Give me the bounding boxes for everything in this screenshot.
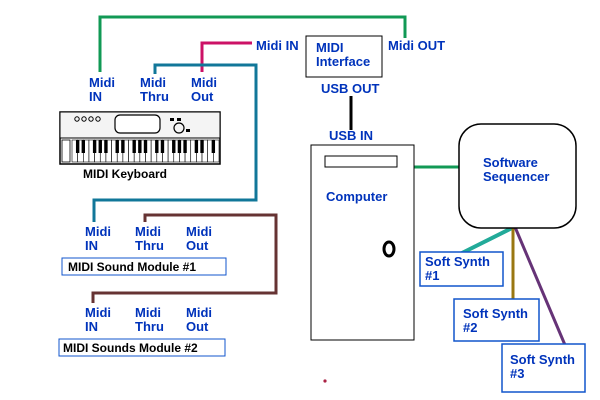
keyboard-label: MIDI Keyboard — [83, 167, 167, 181]
keyboard-black-key — [143, 140, 148, 153]
module1-box — [61, 257, 227, 276]
module2-midi-thru-label-l1: Midi — [135, 305, 161, 320]
cable-sequencer-to-synth3 — [513, 226, 567, 346]
keyboard-black-key — [98, 140, 102, 153]
computer-tower — [310, 144, 415, 341]
keyboard-midi-out-label-l2: Out — [191, 89, 214, 104]
cable-keyboard-thru-to-module1-in — [92, 63, 258, 222]
module1-midi-out-label-l1: Midi — [186, 224, 212, 239]
computer-drive-slot — [324, 155, 398, 168]
keyboard-black-key — [115, 140, 119, 153]
sequencer-label-line1: Software — [483, 155, 538, 170]
sequencer-label-line2: Sequencer — [483, 169, 549, 184]
module1-midi-in-label-l2: IN — [85, 238, 98, 253]
cable-interface-out-to-keyboard-in — [98, 15, 407, 72]
keyboard-black-key — [121, 140, 125, 153]
keyboard-black-key — [92, 140, 97, 153]
soft-synth-3-label-line1: Soft Synth — [510, 352, 575, 367]
cable-sequencer-to-synth1 — [455, 225, 515, 258]
keyboard-black-key — [172, 140, 176, 153]
keyboard-black-key — [75, 140, 80, 153]
keyboard-black-key — [160, 140, 165, 153]
keyboard-black-key — [104, 140, 108, 153]
soft-synth-2-label-line1: Soft Synth — [463, 306, 528, 321]
module2-midi-in-label-l2: IN — [85, 319, 98, 334]
software-sequencer-box — [458, 123, 577, 229]
midi-interface-box — [305, 35, 383, 78]
module2-box — [58, 338, 226, 357]
keyboard-black-key — [132, 140, 136, 153]
module2-label: MIDI Sounds Module #2 — [63, 341, 198, 355]
midi-interface-in-label: Midi IN — [256, 38, 299, 53]
midi-keyboard-icon — [59, 111, 221, 165]
module2-midi-out-label-l1: Midi — [186, 305, 212, 320]
midi-interface-label-line1: MIDI — [316, 40, 343, 55]
computer-label: Computer — [326, 189, 387, 204]
keyboard-midi-out-label-l1: Midi — [191, 75, 217, 90]
module2-midi-out-label-l2: Out — [186, 319, 209, 334]
power-button-icon — [382, 240, 396, 258]
module1-midi-out-label-l2: Out — [186, 238, 209, 253]
cable-keyboard-out-to-interface-in — [200, 41, 252, 72]
soft-synth-2-label-line2: #2 — [463, 320, 477, 335]
module1-midi-in-label-l1: Midi — [85, 224, 111, 239]
soft-synth-1-label-line1: Soft Synth — [425, 254, 490, 269]
module1-label: MIDI Sound Module #1 — [68, 260, 196, 274]
keyboard-black-key — [138, 140, 142, 153]
keyboard-black-key — [183, 140, 187, 153]
soft-synth-1-box — [419, 251, 504, 287]
module2-midi-in-label-l1: Midi — [85, 305, 111, 320]
midi-interface-out-label: Midi OUT — [388, 38, 445, 53]
keyboard-black-key — [211, 140, 216, 153]
module1-midi-thru-label-l2: Thru — [135, 238, 164, 253]
module2-midi-thru-label-l2: Thru — [135, 319, 164, 334]
keyboard-black-key — [200, 140, 204, 153]
keyboard-black-key — [81, 140, 85, 153]
midi-interface-label-line2: Interface — [316, 54, 370, 69]
keyboard-black-key — [194, 140, 199, 153]
stray-dot — [323, 379, 327, 383]
keyboard-black-key — [177, 140, 182, 153]
keyboard-midi-thru-label-l1: Midi — [140, 75, 166, 90]
keyboard-midi-thru-label-l2: Thru — [140, 89, 169, 104]
usb-out-label: USB OUT — [321, 81, 380, 96]
keyboard-midi-in-label-l2: IN — [89, 89, 102, 104]
soft-synth-3-label-line2: #3 — [510, 366, 524, 381]
soft-synth-3-box — [501, 343, 586, 393]
module1-midi-thru-label-l1: Midi — [135, 224, 161, 239]
usb-in-label: USB IN — [329, 128, 373, 143]
soft-synth-2-box — [453, 298, 540, 342]
cable-module1-thru-to-module2-in — [91, 213, 278, 303]
keyboard-black-key — [155, 140, 159, 153]
soft-synth-1-label-line2: #1 — [425, 268, 439, 283]
keyboard-midi-in-label-l1: Midi — [89, 75, 115, 90]
